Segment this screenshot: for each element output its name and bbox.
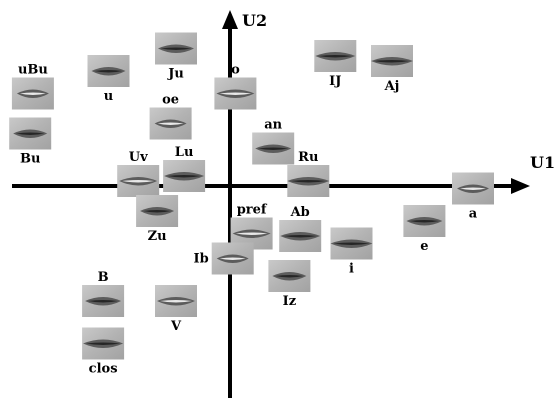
mouth-thumbnail: Lu (163, 145, 206, 192)
mouth-label: a (469, 207, 478, 222)
mouth-label: Ib (194, 252, 209, 267)
mouth-opening (275, 275, 304, 278)
mouth-thumbnail: Bu (9, 117, 52, 167)
mouth-label: Zu (148, 229, 167, 244)
mouth-label: Aj (384, 79, 400, 94)
mouth-opening (318, 55, 353, 58)
u1-axis-label: U1 (530, 153, 555, 172)
mouth-label: V (170, 319, 182, 334)
axes: U1 U2 (12, 10, 555, 398)
mouth-label: Lu (175, 145, 194, 160)
mouth-opening (16, 132, 45, 135)
mouth-label: Uv (129, 150, 148, 165)
mouth-opening (374, 60, 410, 63)
mouth-thumbnail: Ab (279, 205, 322, 252)
mouth-opening (290, 180, 327, 183)
mouth-opening (409, 220, 440, 223)
mouth-label: B (98, 270, 109, 285)
mouth-label: IJ (329, 74, 341, 89)
mouth-opening (167, 175, 202, 178)
mouth-label: Bu (20, 152, 40, 167)
mouth-thumbnail: Iz (268, 260, 311, 309)
mouth-label: e (420, 239, 428, 254)
mouth-opening (219, 92, 252, 95)
mouth-label: Ju (167, 67, 184, 82)
mouth-opening (283, 235, 318, 238)
mouth-thumbnail: B (82, 270, 125, 317)
mouth-label: pref (237, 203, 268, 218)
mouth-opening (333, 242, 370, 245)
mouth-opening (235, 232, 268, 235)
mouth-opening (157, 122, 184, 125)
mouth-label: oe (162, 93, 179, 108)
mouth-thumbnail: an (252, 118, 295, 165)
mouth-opening (161, 47, 191, 50)
mouth-thumbnail: Zu (136, 195, 179, 244)
mouth-thumbnail: oe (149, 93, 192, 140)
mouth-opening (122, 180, 155, 183)
mouth-thumbnail: clos (82, 327, 125, 377)
mouth-thumbnail: Ru (287, 150, 330, 197)
mouth-opening (86, 342, 121, 345)
mouth-label: clos (89, 362, 118, 377)
mouth-thumbnail: o (214, 63, 257, 110)
u2-axis-label: U2 (242, 11, 267, 30)
mouth-thumbnail: V (155, 285, 197, 334)
mouth-thumbnail: Ju (155, 32, 197, 82)
mouth-label: an (264, 118, 282, 133)
mouth-label: Ab (290, 205, 310, 220)
mouth-thumbnail: Ib (194, 242, 254, 275)
mouth-label: u (104, 89, 113, 104)
mouth-label: Ru (298, 150, 318, 165)
mouth-opening (258, 147, 289, 150)
u2-axis-arrowhead (222, 10, 238, 29)
u1-axis-arrowhead (511, 178, 530, 194)
mouth-label: o (231, 63, 240, 78)
mouth-label: Iz (283, 294, 296, 309)
mouth-opening (143, 210, 172, 213)
mouth-opening (88, 300, 119, 303)
mouth-thumbnail: Uv (117, 150, 160, 197)
mouth-opening (19, 92, 46, 95)
mouth-thumbnail: IJ (314, 40, 357, 89)
mouth-opening (160, 300, 192, 303)
mouth-label: i (349, 262, 354, 277)
mouth-label: uBu (18, 63, 48, 78)
mouth-opening (460, 187, 486, 190)
mouth-thumbnail: u (87, 55, 130, 104)
mouth-thumbnail: Aj (371, 45, 413, 94)
mouth-thumbnail: pref (230, 203, 273, 250)
mouth-thumbnail: i (330, 227, 373, 277)
mouth-thumbnail: uBu (11, 63, 54, 110)
mouth-opening (219, 257, 246, 260)
mouth-thumbnail: e (403, 205, 446, 254)
mouth-thumbnail: a (452, 172, 494, 222)
mouth-opening (94, 70, 123, 73)
